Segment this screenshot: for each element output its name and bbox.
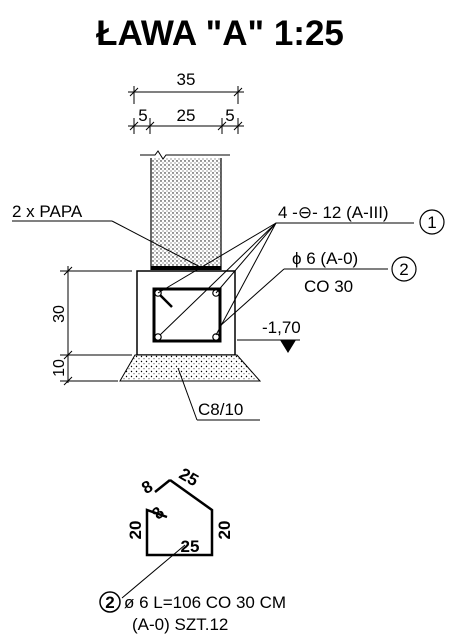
masonry-wall — [140, 150, 230, 270]
main-bar-bottom-left — [154, 333, 162, 341]
mark-2: 2 — [399, 260, 408, 279]
stirrup-spacing-label: CO 30 — [304, 277, 353, 296]
hook-length-2: 8 — [148, 503, 168, 523]
stirrup-hook — [159, 294, 173, 308]
level-marker — [237, 339, 300, 353]
lean-concrete-layer — [119, 354, 262, 382]
drawing-title: ŁAWA "A" 1:25 — [96, 14, 344, 53]
mark-1-circle — [419, 209, 445, 235]
dimension-10: 10 — [51, 359, 68, 377]
dimension-25-top: 25 — [177, 106, 196, 125]
stirrup-spec-line-1: ø 6 L=106 CO 30 CM — [124, 593, 286, 612]
lean-concrete-label: C8/10 — [198, 400, 243, 419]
lean-concrete-leader — [177, 367, 260, 421]
bottom-edge-length: 25 — [181, 537, 200, 556]
papa-label: 2 x PAPA — [12, 202, 83, 221]
damp-proof-course — [151, 266, 221, 270]
right-edge-length: 20 — [215, 521, 234, 540]
papa-leader — [12, 220, 205, 270]
side-dimension-line — [60, 266, 132, 386]
main-bar-bottom-right — [212, 333, 220, 341]
dimension-30: 30 — [51, 305, 68, 323]
stirrup-leader — [219, 268, 388, 327]
dimension-35: 35 — [177, 70, 196, 89]
top-dimension-segments — [128, 118, 244, 134]
dimension-5-left: 5 — [138, 106, 147, 125]
stirrup-section — [152, 287, 222, 343]
hook-length-1: 8 — [138, 477, 156, 498]
main-bars-leader — [157, 222, 414, 336]
top-dimension-overall — [128, 86, 244, 104]
detail-mark-2-circle — [99, 591, 121, 613]
mark-2-circle — [391, 256, 417, 282]
stirrup-spec-line-2: (A-0) SZT.12 — [132, 615, 228, 634]
level-label: -1,70 — [262, 318, 301, 337]
left-edge-length: 20 — [126, 521, 145, 540]
stirrup-detail-leader — [121, 544, 186, 599]
mark-1: 1 — [427, 213, 436, 232]
stirrup-shape — [145, 478, 214, 557]
detail-mark-2: 2 — [105, 593, 114, 612]
dimension-5-right: 5 — [225, 106, 234, 125]
stirrup-label: ϕ 6 (A-0) — [292, 249, 358, 268]
main-bars-label: 4 -⊖- 12 (A-III) — [278, 203, 389, 222]
